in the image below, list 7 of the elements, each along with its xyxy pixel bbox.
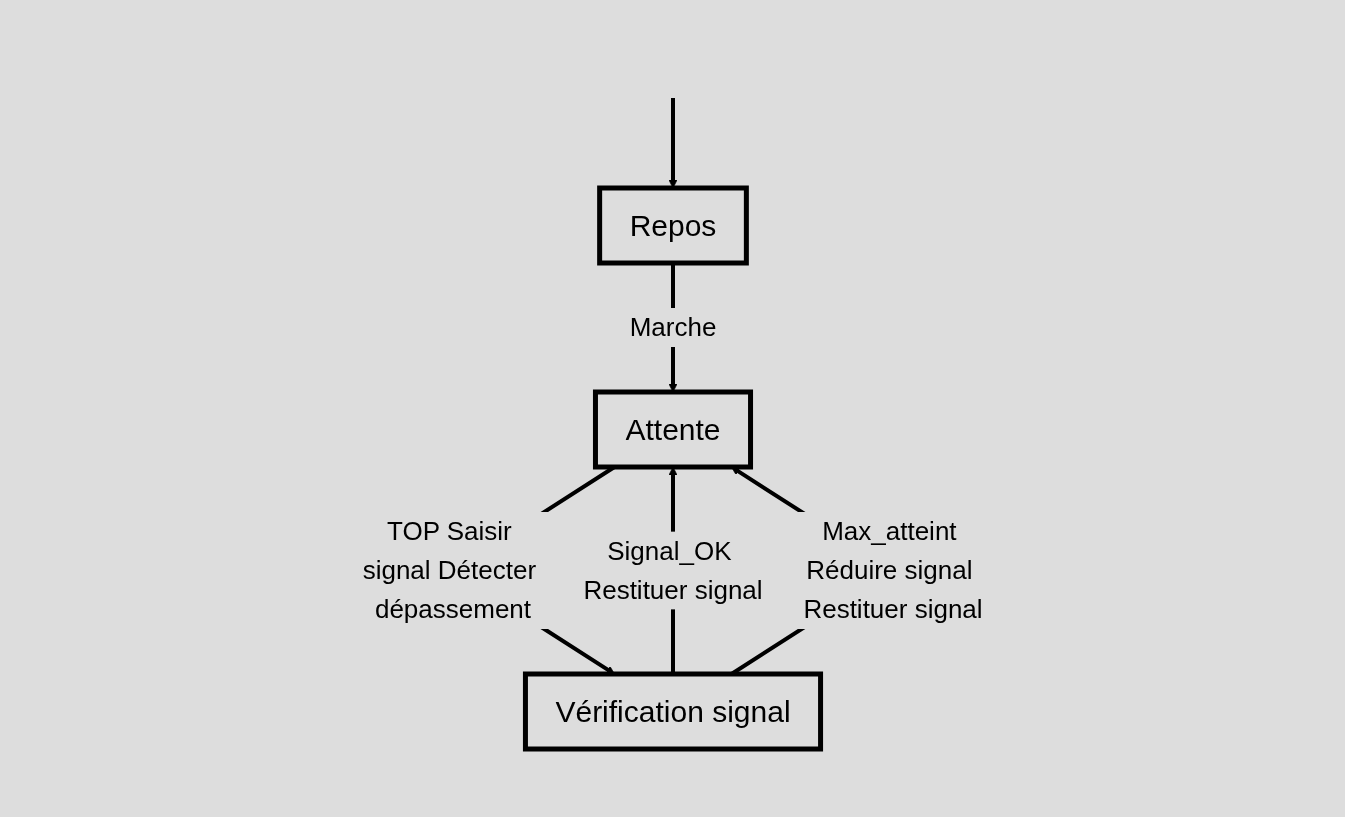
node-box: Vérification signal bbox=[522, 671, 823, 752]
node-box: Repos bbox=[596, 185, 749, 266]
node-box: Attente bbox=[592, 389, 753, 470]
edge-label: Marche bbox=[629, 312, 716, 342]
edge-label: Signal_OK Restituer signal bbox=[582, 535, 763, 605]
edge-label: Max_atteint Réduire signal Restituer signal bbox=[802, 516, 983, 624]
edge-label: TOP Saisir signal Détecter dépassement bbox=[362, 516, 536, 624]
